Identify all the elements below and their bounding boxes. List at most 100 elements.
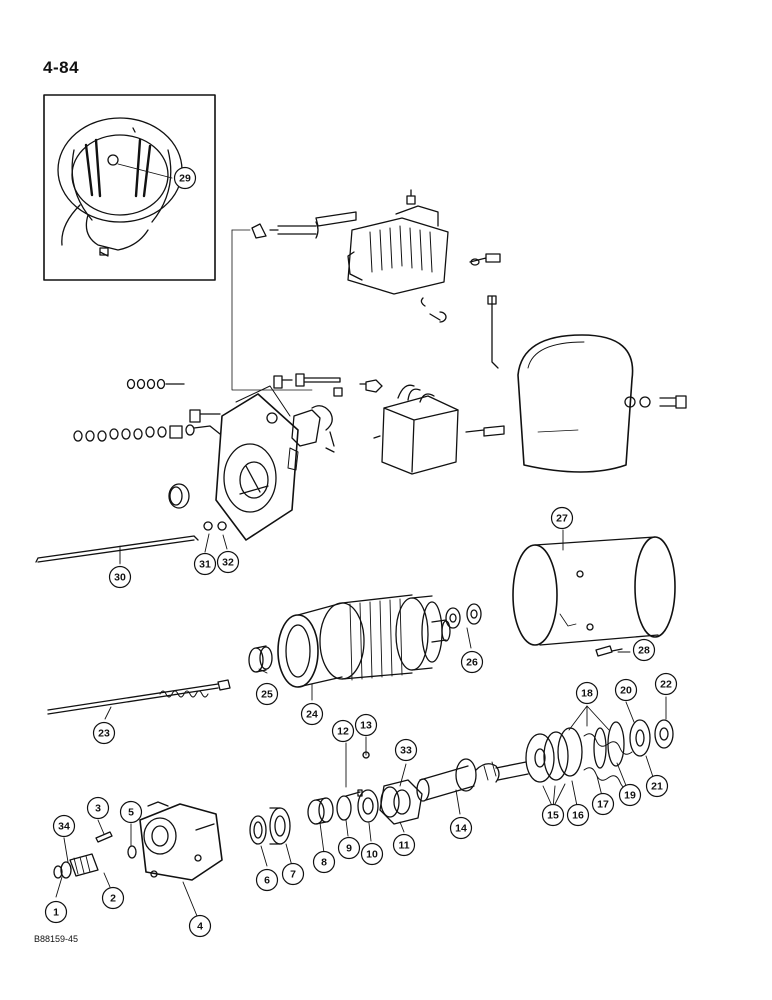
callout-circle	[255, 682, 279, 706]
callout-circle	[108, 565, 132, 589]
callout-label: 6	[264, 875, 270, 887]
callout-label: 29	[179, 173, 191, 185]
callout-label: 2	[110, 893, 116, 905]
callout-label: 12	[337, 726, 349, 738]
callout-label: 19	[624, 790, 636, 802]
callout-22: 22	[654, 672, 678, 696]
callout-circle	[300, 702, 324, 726]
callout-circle	[614, 678, 638, 702]
callout-circle	[92, 721, 116, 745]
callout-circle	[591, 792, 615, 816]
leader-lines	[55, 163, 667, 917]
callout-13: 13	[354, 713, 378, 737]
washer-32	[217, 521, 227, 531]
screw-28	[595, 645, 623, 657]
callout-label: 17	[597, 799, 609, 811]
callout-27: 27	[550, 506, 574, 530]
callout-26: 26	[460, 650, 484, 674]
pinion-gear	[53, 853, 99, 879]
washers-26	[445, 603, 482, 629]
callout-circle	[44, 900, 68, 924]
brush-connector	[273, 373, 383, 453]
through-bolt-short	[35, 535, 199, 565]
callout-12: 12	[331, 719, 355, 743]
figure-code: B88159-45	[34, 934, 79, 944]
through-bolt-long	[47, 679, 231, 715]
callout-label: 8	[321, 857, 327, 869]
callout-circle	[460, 650, 484, 674]
callout-circle	[52, 814, 76, 838]
washer-stack	[73, 378, 221, 442]
callout-2: 2	[101, 886, 125, 910]
bushing-8	[307, 797, 334, 825]
callout-circle	[575, 681, 599, 705]
pin-3	[95, 831, 113, 843]
screw-12	[345, 789, 363, 797]
commutator-end-frame	[168, 385, 299, 541]
callout-15: 15	[541, 803, 565, 827]
bearing-25	[248, 645, 273, 673]
callout-label: 16	[572, 810, 584, 822]
callout-circle	[86, 796, 110, 820]
callout-label: 23	[98, 728, 110, 740]
callout-circle	[312, 850, 336, 874]
callout-label: 11	[398, 840, 409, 852]
callout-25: 25	[255, 682, 279, 706]
callout-10: 10	[360, 842, 384, 866]
callout-11: 11	[392, 833, 416, 857]
callout-19: 19	[618, 783, 642, 807]
callout-20: 20	[614, 678, 638, 702]
callout-label: 30	[114, 572, 126, 584]
callout-circle	[193, 552, 217, 576]
washer-10	[357, 789, 379, 823]
bearings-6-7	[249, 807, 291, 845]
washer-9	[336, 795, 352, 821]
callout-16: 16	[566, 803, 590, 827]
callout-34: 34	[52, 814, 76, 838]
callout-label: 21	[651, 781, 663, 793]
callout-circle	[618, 783, 642, 807]
callout-17: 17	[591, 792, 615, 816]
callout-29: 29	[173, 166, 197, 190]
callout-label: 20	[620, 685, 632, 697]
callout-circle	[119, 800, 143, 824]
callout-circle	[632, 638, 656, 662]
callout-circle	[645, 774, 669, 798]
armature	[277, 594, 451, 688]
callout-1: 1	[44, 900, 68, 924]
callout-circle	[566, 803, 590, 827]
end-cover	[517, 334, 687, 473]
callout-label: 18	[581, 688, 593, 700]
callout-label: 27	[556, 513, 568, 525]
callout-label: 25	[261, 689, 273, 701]
callout-5: 5	[119, 800, 143, 824]
callout-label: 28	[638, 645, 650, 657]
callout-circle	[654, 672, 678, 696]
callout-28: 28	[632, 638, 656, 662]
drive-end-housing	[139, 801, 223, 881]
clutch-spring-assembly	[525, 719, 674, 789]
callout-label: 5	[128, 807, 134, 819]
callout-4: 4	[188, 914, 212, 938]
terminal-block	[373, 384, 505, 475]
solenoid-relay	[231, 189, 501, 391]
callout-circle	[216, 550, 240, 574]
callout-32: 32	[216, 550, 240, 574]
washer-5	[127, 845, 137, 859]
callout-30: 30	[108, 565, 132, 589]
callout-6: 6	[255, 868, 279, 892]
callout-circle	[188, 914, 212, 938]
callout-23: 23	[92, 721, 116, 745]
callout-24: 24	[300, 702, 324, 726]
callout-circle	[541, 803, 565, 827]
callout-label: 9	[346, 843, 352, 855]
callout-label: 32	[222, 557, 234, 569]
callout-label: 31	[199, 559, 211, 571]
callout-label: 33	[400, 745, 412, 757]
callout-label: 34	[58, 821, 70, 833]
callout-label: 15	[547, 810, 559, 822]
callout-label: 13	[360, 720, 372, 732]
callout-7: 7	[281, 862, 305, 886]
